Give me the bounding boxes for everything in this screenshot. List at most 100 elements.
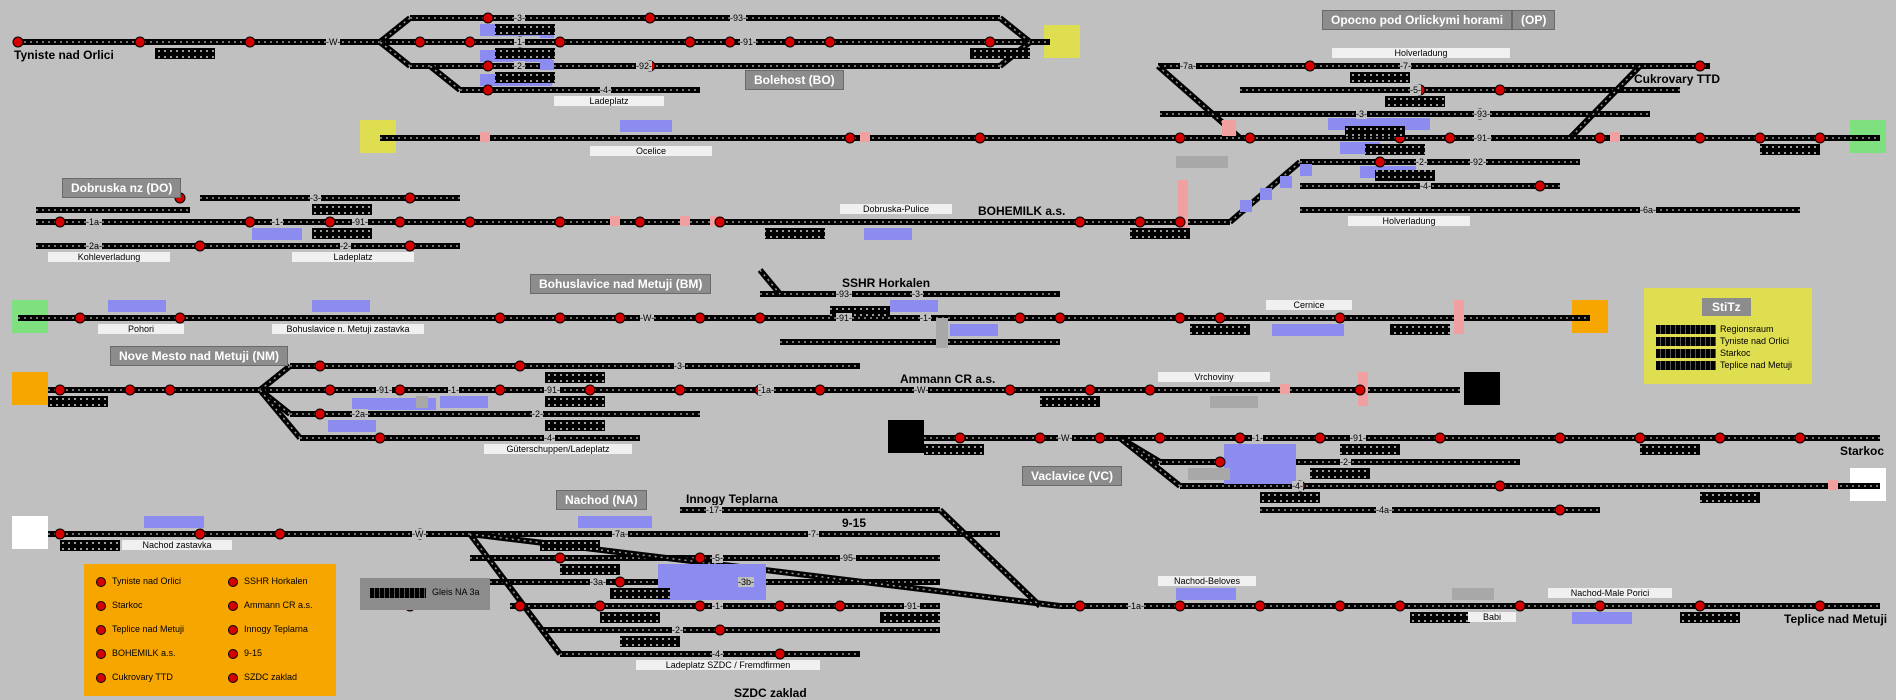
status-indicator (1680, 612, 1740, 623)
station-bohuslavice[interactable]: Bohuslavice nad Metuji (BM) (530, 274, 712, 294)
track-segment (1119, 437, 1181, 487)
signal-icon (774, 600, 786, 612)
status-indicator (610, 588, 670, 599)
legend-item-label: Tyniste nad Orlici (112, 576, 182, 586)
station-bolehost[interactable]: Bolehost (BO) (745, 70, 844, 90)
status-indicator (880, 612, 940, 623)
status-indicator (495, 24, 555, 35)
occupied-sections (108, 24, 1838, 624)
signal-icon (974, 132, 986, 144)
signal-icon (54, 384, 66, 396)
track-number-label: -2- (514, 61, 525, 71)
signal-icon (1534, 180, 1546, 192)
legend-item[interactable]: SZDC zaklad (228, 672, 297, 683)
track-number-label: -1- (712, 601, 723, 611)
stitz-indicator (1656, 337, 1716, 347)
status-indicator (1190, 324, 1250, 335)
signal-icon (228, 672, 238, 683)
occupied-section (108, 300, 166, 312)
status-indicator (1350, 72, 1410, 83)
legend-item[interactable]: Teplice nad Metuji (96, 624, 184, 635)
endpoint-label-tyniste: Tyniste nad Orlici (14, 48, 114, 62)
stitz-row[interactable]: Tyniste nad Orlici (1656, 336, 1789, 347)
label-ladeplatz-szdc: Ladeplatz SZDC / Fremdfirmen (636, 660, 820, 670)
stitz-row-label: Teplice nad Metuji (1720, 360, 1793, 370)
legend-item[interactable]: Tyniste nad Orlici (96, 576, 181, 587)
section-marker (610, 216, 620, 226)
station-nove-mesto[interactable]: Nove Mesto nad Metuji (NM) (110, 346, 289, 366)
label-vrchoviny: Vrchoviny (1158, 372, 1270, 382)
legend-item-label: Teplice nad Metuji (112, 624, 185, 634)
label-nachod-beloves: Nachod-Beloves (1158, 576, 1256, 586)
endpoint-label-9-15: 9-15 (842, 516, 867, 530)
status-indicator (1345, 126, 1405, 137)
section-marker (680, 216, 690, 226)
signal-icon (554, 552, 566, 564)
stitz-row[interactable]: Starkoc (1656, 348, 1751, 359)
signal-icon (274, 528, 286, 540)
occupied-section (864, 228, 912, 240)
section-marker (1454, 300, 1464, 334)
status-indicator (1385, 96, 1445, 107)
track-number-label: -2- (532, 409, 543, 419)
legend-item[interactable]: Starkoc (96, 600, 143, 611)
signal-icon (314, 408, 326, 420)
gleis-indicator (370, 588, 426, 598)
track-number-label: -2- (1340, 457, 1351, 467)
legend-item[interactable]: Ammann CR a.s. (228, 600, 313, 611)
signal-icon (164, 384, 176, 396)
stitz-row[interactable]: Teplice nad Metuji (1656, 360, 1793, 371)
legend-item[interactable]: BOHEMILK a.s. (96, 648, 176, 659)
station-opocno[interactable]: Opocno pod Orlickymi horami (1322, 10, 1513, 30)
track-number-label: -1- (448, 385, 459, 395)
signal-icon (404, 240, 416, 252)
legend-item[interactable]: Innogy Teplarna (228, 624, 308, 635)
signal-icon (404, 192, 416, 204)
signal-icon (96, 648, 106, 659)
station-vaclavice[interactable]: Vaclavice (VC) (1022, 466, 1123, 486)
legend-item-label: 9-15 (244, 648, 263, 658)
occupied-section (890, 300, 938, 312)
signal-icon (1554, 432, 1566, 444)
endpoint-black-mid (888, 420, 924, 453)
track-segment (379, 41, 411, 67)
gleis-na3a-box[interactable]: Gleis NA 3a (360, 578, 490, 610)
track-number-label: -5- (1410, 85, 1421, 95)
occupied-section (352, 398, 436, 410)
status-indicator (1390, 324, 1450, 335)
endpoint-label-bohemilk: BOHEMILK a.s. (978, 204, 1066, 218)
station-opocno-code[interactable]: (OP) (1512, 10, 1556, 30)
signal-icon (244, 36, 256, 48)
label-babi: Babi (1468, 612, 1516, 622)
signal-icon (1214, 312, 1226, 324)
track-number-label: -4- (1292, 481, 1303, 491)
occupied-section (1272, 324, 1344, 336)
signals (12, 12, 1826, 660)
station-dobruska[interactable]: Dobruska nz (DO) (62, 178, 182, 198)
signal-icon (464, 216, 476, 228)
status-indicator (1640, 444, 1700, 455)
stitz-row[interactable]: Regionsraum (1656, 324, 1774, 335)
disabled-block (1176, 156, 1228, 168)
legend-item-label: Starkoc (112, 600, 143, 610)
label-holverladung-1: Holverladung (1332, 48, 1510, 58)
track-number-label: -93- (730, 13, 747, 23)
status-indicator (1130, 228, 1190, 239)
signal-icon (714, 216, 726, 228)
signal-icon (482, 12, 494, 24)
signal-icon (1154, 432, 1166, 444)
legend-item[interactable]: SSHR Horkalen (228, 576, 308, 587)
signal-icon (1174, 600, 1186, 612)
status-indicator (830, 306, 890, 317)
signal-icon (1794, 432, 1806, 444)
track-segment (1567, 63, 1643, 141)
legend-item[interactable]: 9-15 (228, 648, 262, 659)
track-number-label: -5- (712, 553, 723, 563)
status-indicator (545, 372, 605, 383)
track-number-label: -3- (514, 13, 525, 23)
legend-item[interactable]: Cukrovary TTD (96, 672, 173, 683)
signal-icon (194, 528, 206, 540)
station-nachod[interactable]: Nachod (NA) (556, 490, 647, 510)
signal-icon (1174, 132, 1186, 144)
track-number-label: -3- (310, 193, 321, 203)
